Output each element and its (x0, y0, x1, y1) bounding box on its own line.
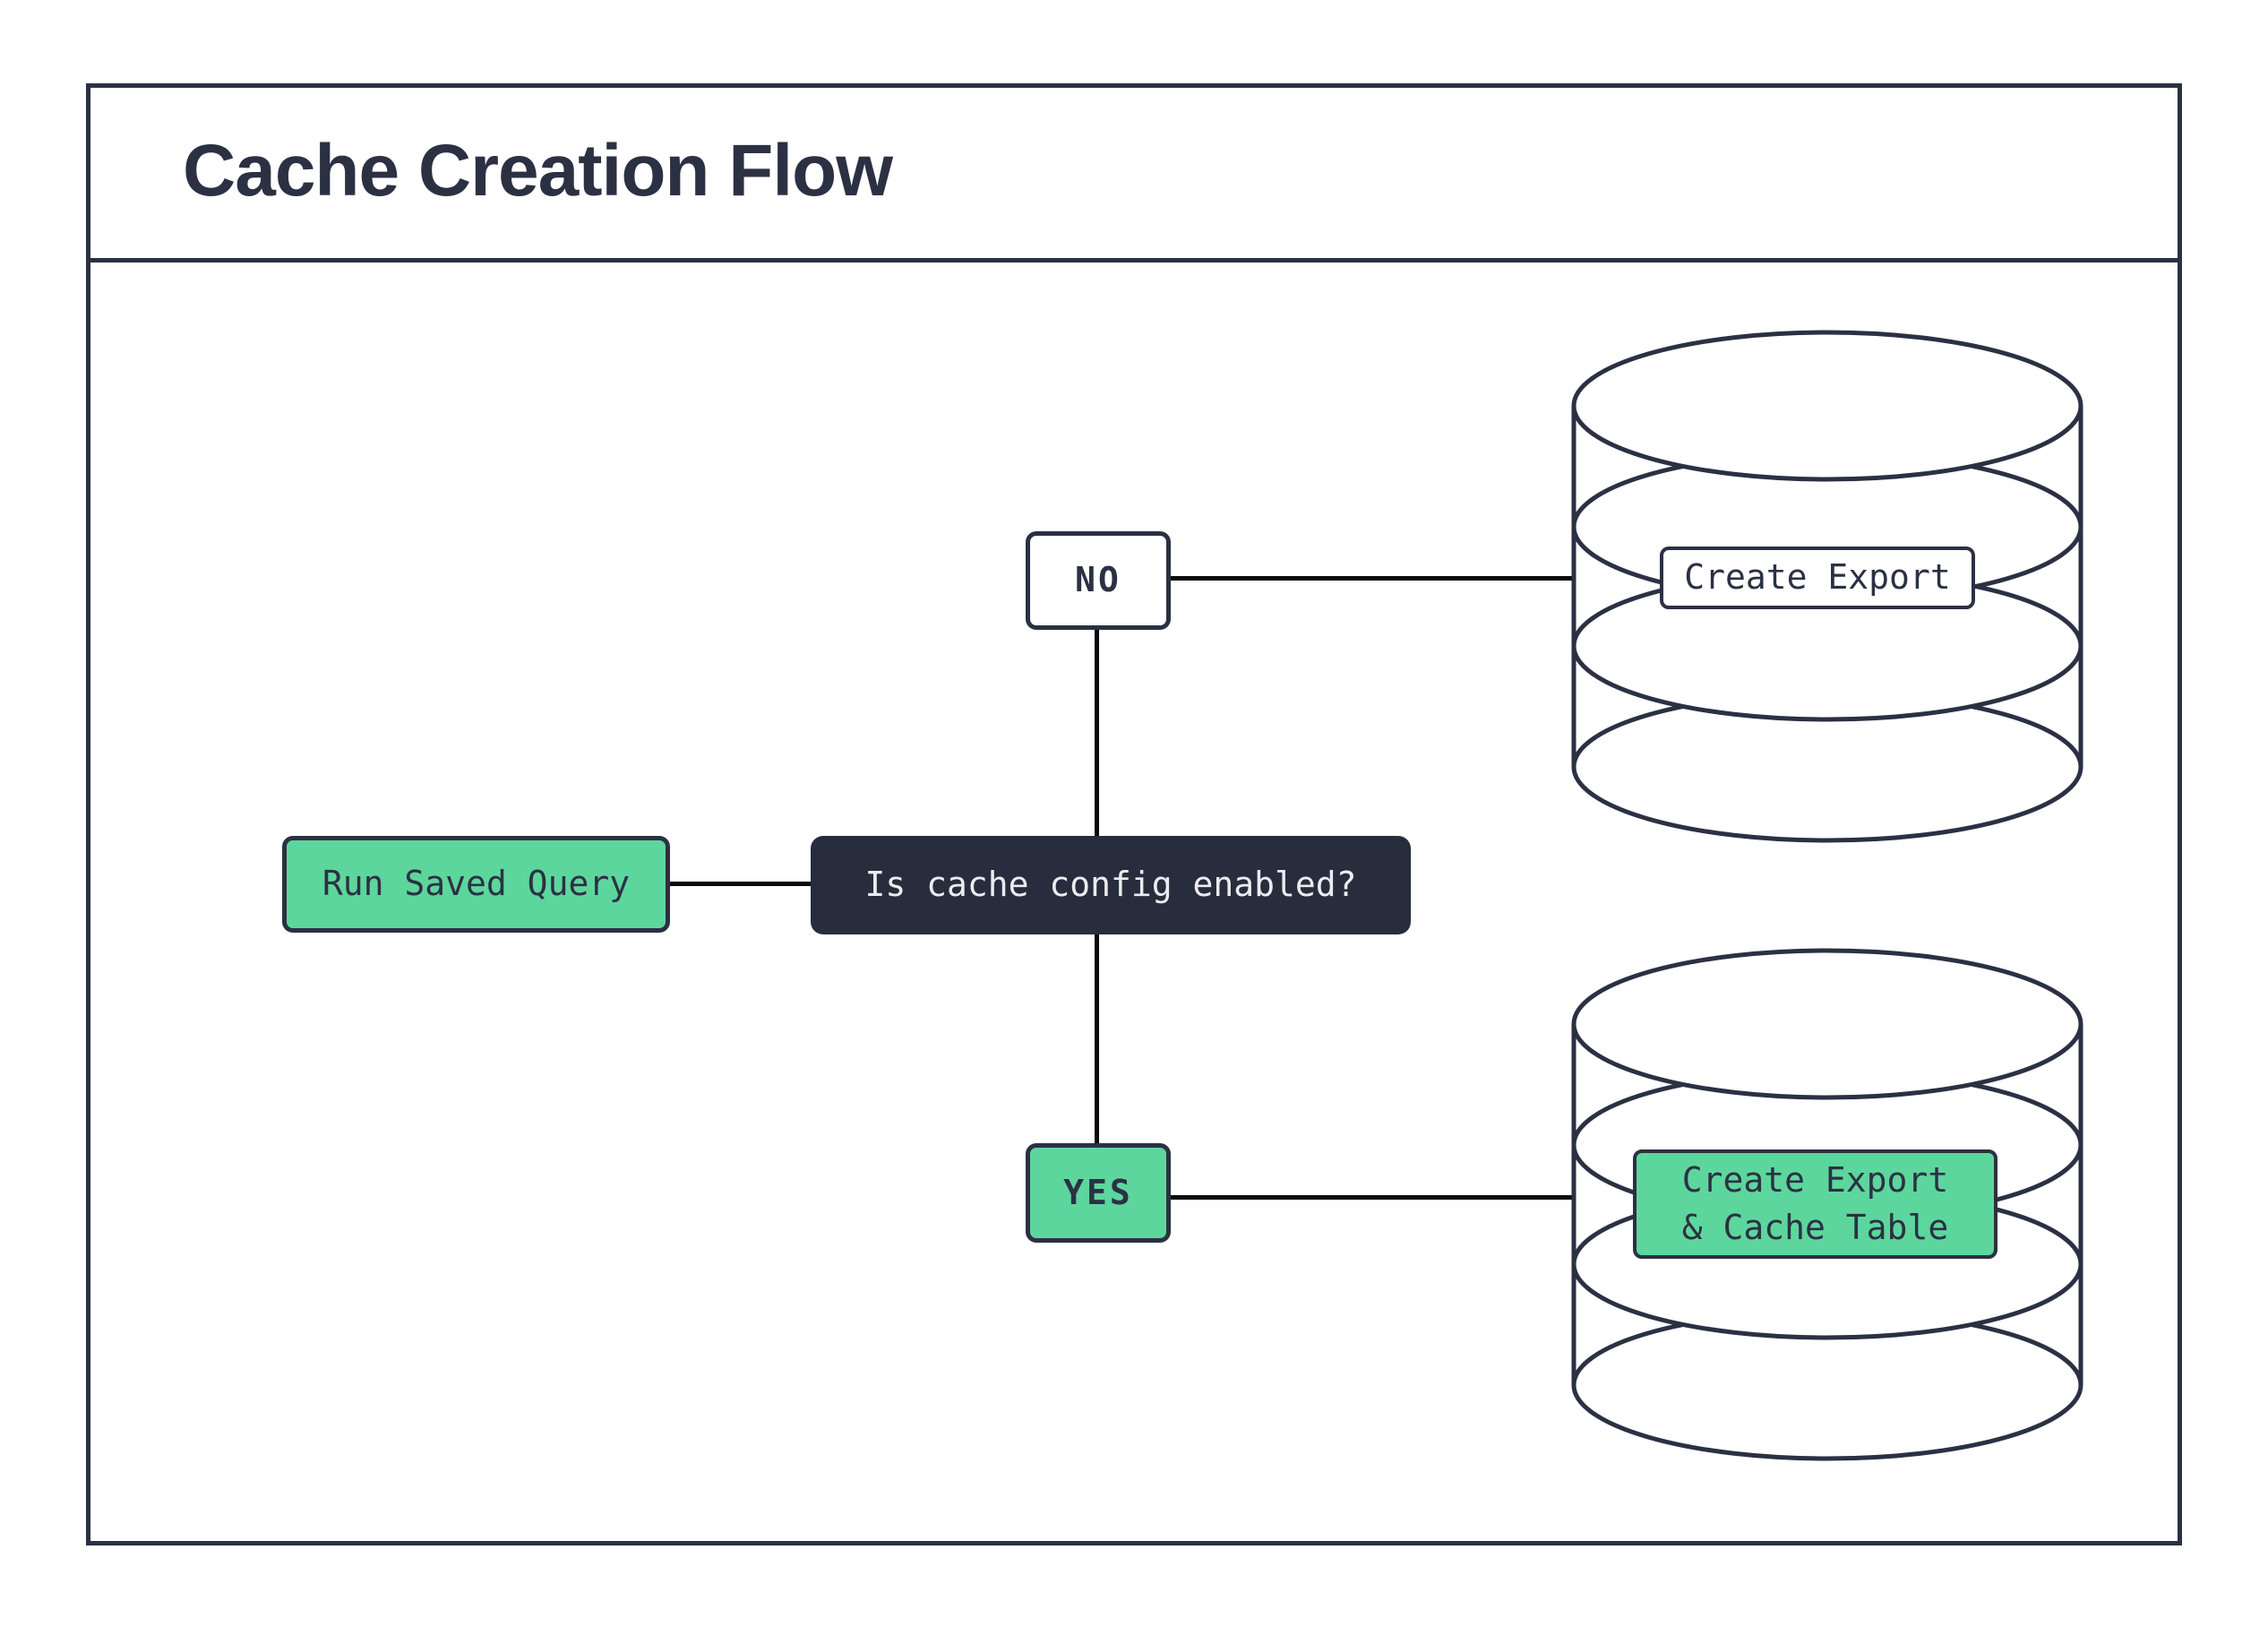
page-title: Cache Creation Flow (183, 129, 893, 211)
connector-yes-to-cache-db (1169, 1195, 1574, 1200)
flow-branch-yes: YES (1026, 1143, 1171, 1243)
connector-start-to-decision (670, 882, 811, 886)
disk-ellipse (1571, 948, 2083, 1100)
connector-no-to-export-db (1169, 576, 1574, 581)
database-icon (1571, 330, 2083, 843)
connector-decision-to-yes (1095, 932, 1099, 1146)
disk-ellipse (1571, 330, 2083, 482)
title-band: Cache Creation Flow (86, 83, 2182, 263)
connector-decision-to-no (1095, 627, 1099, 839)
db-label-create-export: Create Export (1660, 547, 1975, 609)
db-label-create-export-cache-table: Create Export & Cache Table (1633, 1149, 1997, 1259)
flow-branch-no: NO (1026, 531, 1171, 630)
flow-node-run-saved-query: Run Saved Query (282, 836, 670, 933)
flow-node-decision: Is cache config enabled? (811, 836, 1411, 934)
